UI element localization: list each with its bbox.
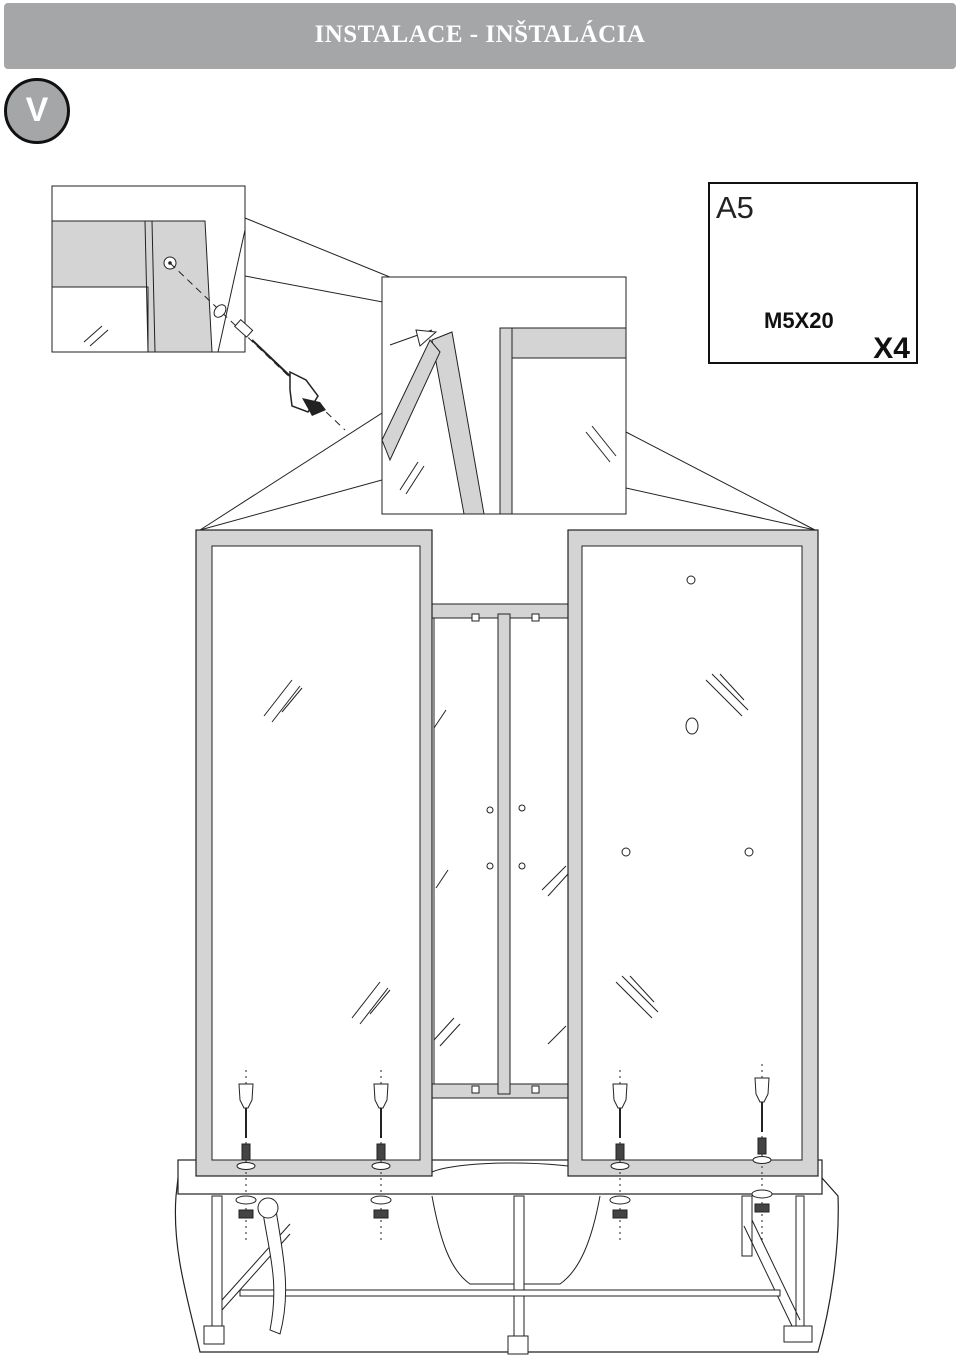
part-code: A5 [716,190,754,225]
shower-enclosure [174,529,839,1355]
detail-screw-inset [51,185,346,431]
part-quantity: X4 [873,332,910,365]
header-banner: INSTALACE - INŠTALÁCIA [4,3,956,69]
page-title: INSTALACE - INŠTALÁCIA [314,21,646,48]
step-badge: V [4,78,70,144]
step-letter: V [25,90,49,129]
part-size: M5X20 [764,308,834,333]
parts-box: A5 M5X20 X4 [708,182,918,365]
detail-panel-inset [381,276,627,515]
fastener-stacks [235,1064,773,1240]
glass-hatch [263,673,749,1047]
